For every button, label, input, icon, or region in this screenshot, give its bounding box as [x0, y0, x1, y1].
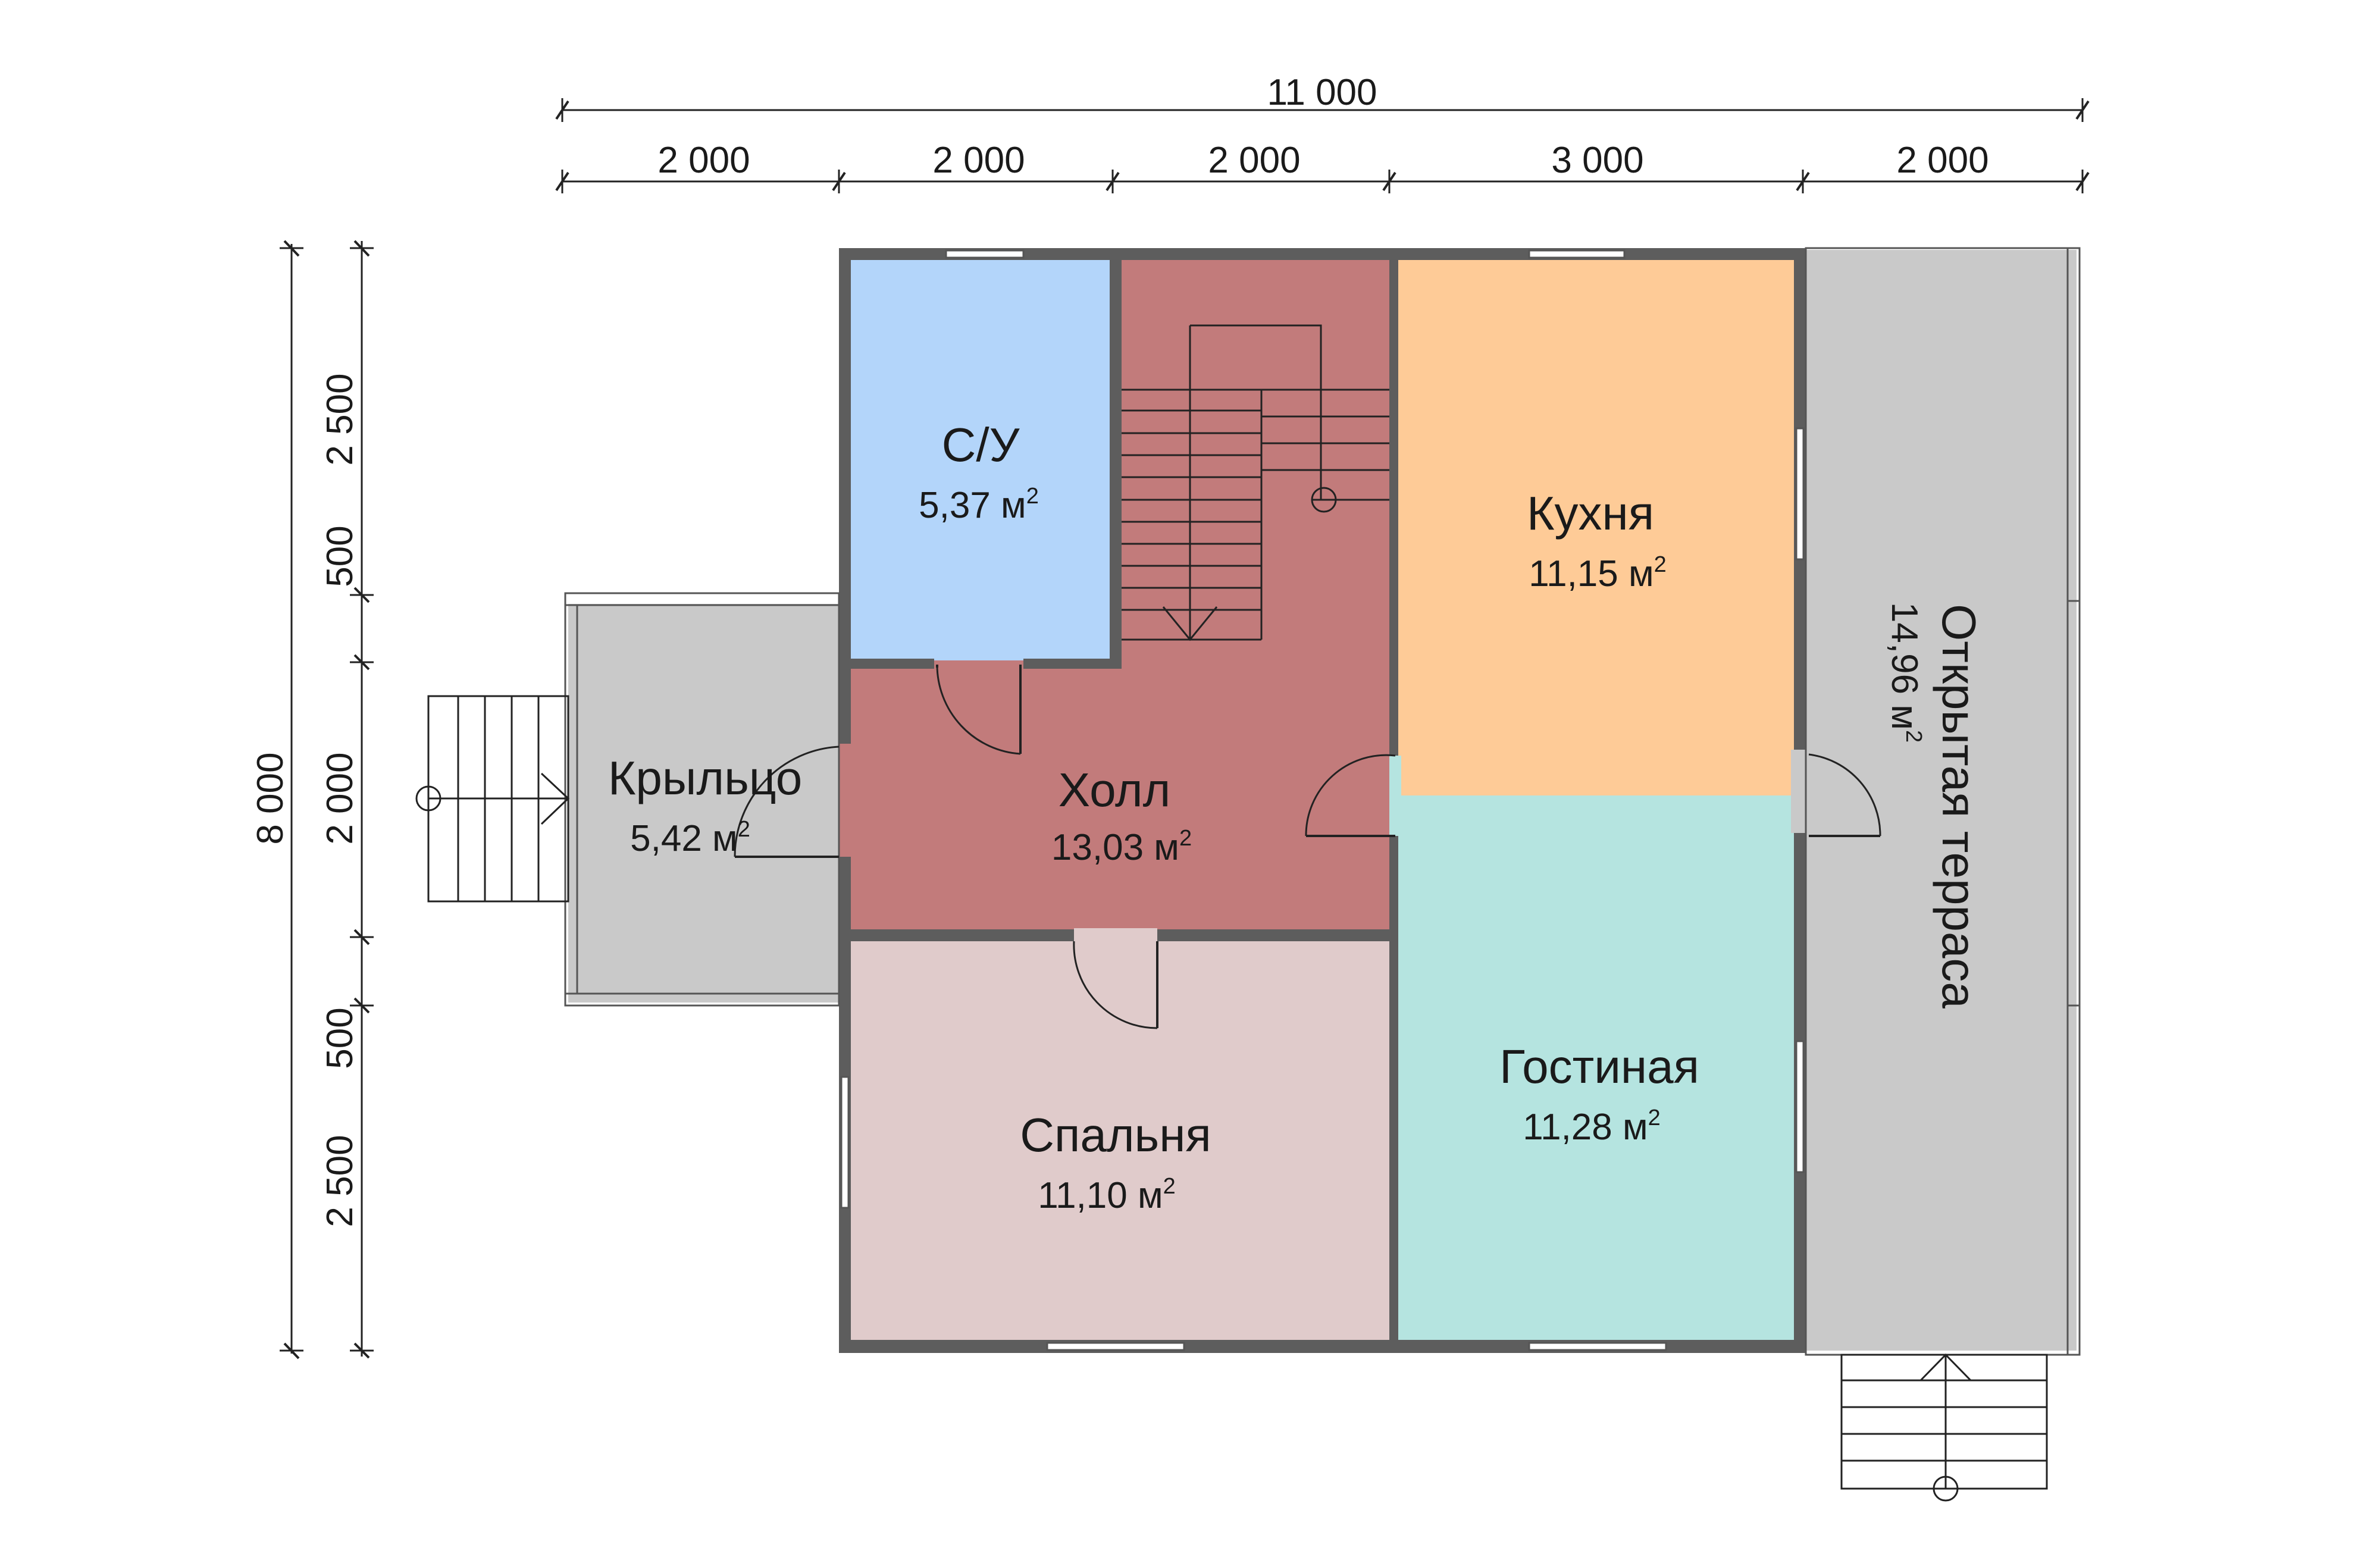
dimension-labels: 11 000 2 000 2 000 2 000 3 000 2 000 8 0… [250, 72, 1989, 1227]
bedroom-name: Спальня [1020, 1108, 1211, 1161]
porch-area-value: 5,42 м [630, 818, 738, 859]
terrace-step-marker [1933, 1476, 1959, 1502]
porch-step-marker [415, 785, 441, 812]
hall-area-sup: 2 [1179, 826, 1192, 851]
window-living-bottom [1528, 1342, 1667, 1351]
living-fill [1398, 795, 1794, 1340]
dim-vertical-5: 2 500 [320, 1135, 361, 1227]
bedroom-door-opening [1074, 928, 1157, 943]
kitchen-area-value: 11,15 м [1529, 553, 1654, 594]
hall-fill [1122, 260, 1393, 665]
wall-left-upper [839, 248, 851, 744]
living-area-value: 11,28 м [1523, 1107, 1648, 1148]
interior-staircase [1122, 324, 1389, 641]
bedroom-area-value: 11,10 м [1038, 1175, 1163, 1216]
window-kitchen-top [1528, 249, 1626, 259]
living-area-sup: 2 [1648, 1105, 1661, 1130]
wall-hall-right-a [1389, 260, 1398, 756]
porch-steps [415, 695, 570, 903]
dim-vertical-4: 500 [320, 1007, 361, 1069]
living-door-opening [1389, 756, 1401, 836]
porch-fill [568, 604, 842, 1003]
bathroom-fill [851, 260, 1110, 662]
dim-vertical-2: 500 [320, 525, 361, 587]
hall-name: Холл [1059, 763, 1171, 816]
dim-segment-4: 3 000 [1551, 140, 1643, 181]
dim-total-width: 11 000 [1267, 72, 1377, 113]
kitchen-fill [1398, 260, 1794, 795]
room-fills [568, 250, 2077, 1351]
living-area: 11,28 м2 [1523, 1105, 1661, 1148]
porch-door-opening [839, 744, 854, 857]
terrace-fill [1803, 250, 2077, 1351]
dim-total-height: 8 000 [250, 752, 291, 844]
bedroom-area: 11,10 м2 [1038, 1174, 1176, 1216]
room-labels: С/У 5,37 м2 Холл 13,03 м2 Кухня 11,15 м2… [608, 418, 1986, 1216]
terrace-area-value: 14,96 м [1884, 602, 1925, 730]
bathroom-name: С/У [942, 418, 1020, 471]
bedroom-area-sup: 2 [1163, 1174, 1176, 1199]
bedroom-fill [851, 941, 1389, 1340]
wall-bedroom-top-a [851, 929, 1074, 941]
kitchen-area: 11,15 м2 [1529, 552, 1667, 594]
kitchen-name: Кухня [1527, 487, 1654, 540]
window-bedroom-bottom [1046, 1342, 1185, 1351]
terrace-area-sup: 2 [1901, 730, 1926, 743]
wall-bath-bottom-b [1023, 659, 1122, 669]
terrace-steps [1840, 1353, 2048, 1502]
dim-vertical-3: 2 000 [320, 752, 361, 844]
window-kitchen-side [1795, 427, 1805, 560]
dimension-lines [280, 98, 2090, 1360]
wall-bath-right [1110, 260, 1122, 665]
dim-segment-2: 2 000 [932, 140, 1025, 181]
hall-fill-lower [851, 665, 1393, 929]
hall-area: 13,03 м2 [1051, 826, 1192, 868]
living-name: Гостиная [1499, 1040, 1699, 1093]
bathroom-area-value: 5,37 м [919, 485, 1026, 526]
dim-segment-3: 2 000 [1208, 140, 1300, 181]
dim-vertical-1: 2 500 [320, 373, 361, 465]
wall-hall-right-b [1389, 836, 1398, 1340]
kitchen-area-sup: 2 [1654, 552, 1667, 577]
terrace-name: Открытая терраса [1933, 604, 1986, 1008]
dim-segment-5: 2 000 [1896, 140, 1988, 181]
porch-area: 5,42 м2 [630, 817, 750, 859]
wall-bath-bottom-a [851, 659, 934, 669]
doors [734, 664, 1881, 1029]
hall-area-value: 13,03 м [1051, 827, 1179, 868]
bathroom-area: 5,37 м2 [919, 484, 1039, 526]
window-bedroom-side [840, 1076, 850, 1209]
window-bathroom [945, 249, 1025, 259]
dim-segment-1: 2 000 [657, 140, 750, 181]
bathroom-door-opening [934, 660, 1023, 668]
windows [840, 249, 1805, 1351]
bathroom-area-sup: 2 [1026, 484, 1039, 509]
porch-name: Крыльцо [608, 751, 802, 804]
terrace-area: 14,96 м2 [1884, 602, 1926, 743]
porch-area-sup: 2 [738, 817, 750, 842]
window-living-side [1795, 1040, 1805, 1173]
wall-bedroom-top-b [1157, 929, 1389, 941]
